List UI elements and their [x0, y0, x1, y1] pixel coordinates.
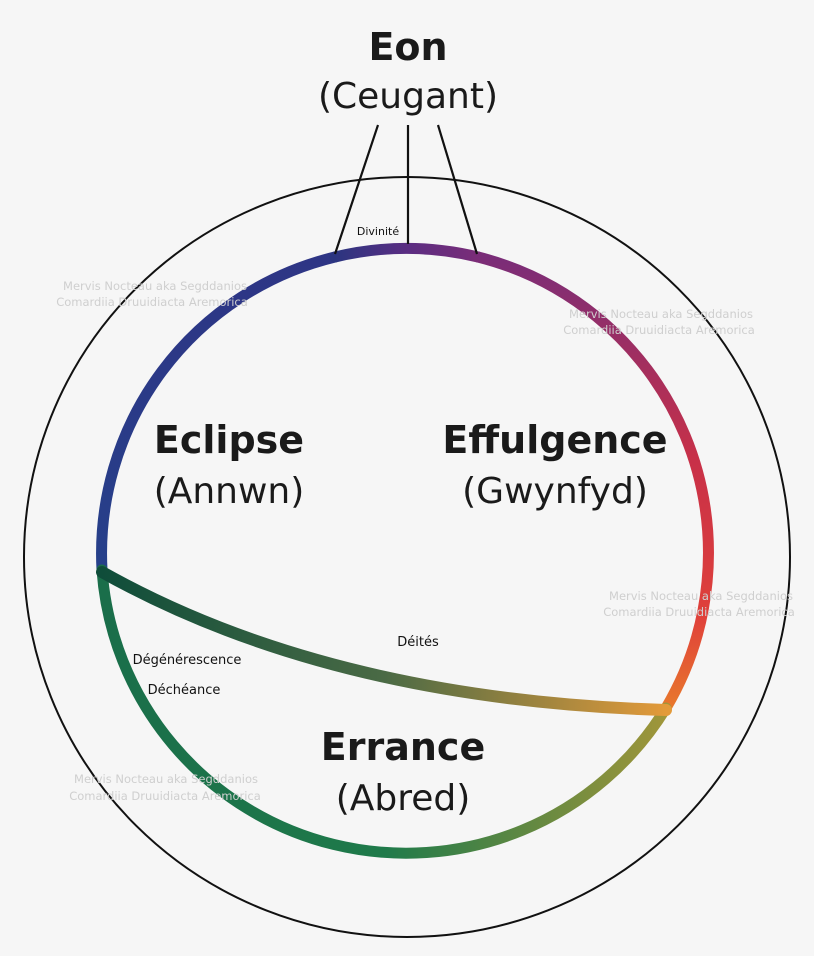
eon-title: Eon — [368, 25, 447, 69]
watermark-line2: Comardiia Druuidiacta Aremorica — [603, 605, 795, 619]
eon-subtitle: (Ceugant) — [318, 76, 498, 117]
left-label-decheance: Déchéance — [148, 683, 221, 698]
errance-title: Errance — [321, 725, 485, 769]
ring-arc-divinity — [329, 243, 484, 263]
ring-arc-eclipse — [96, 251, 341, 576]
watermark-middle-right: Mervis Nocteau aka Segddanios Comardiia … — [603, 589, 795, 619]
watermark-bottom-left: Mervis Nocteau aka Segddanios Comardiia … — [69, 772, 261, 803]
watermark-line1: Mervis Nocteau aka Segddanios — [609, 589, 793, 603]
errance-subtitle: (Abred) — [336, 778, 471, 819]
eon-rays — [333, 124, 479, 255]
effulgence-title: Effulgence — [442, 418, 667, 462]
ring-arc-errance — [96, 564, 672, 859]
eclipse-subtitle: (Annwn) — [154, 471, 305, 512]
watermark-line1: Mervis Nocteau aka Segddanios — [74, 772, 258, 786]
ray-left — [333, 124, 380, 255]
left-label-degenerescence: Dégénérescence — [133, 653, 242, 668]
watermark-top-right: Mervis Nocteau aka Segddanios Comardiia … — [563, 307, 755, 337]
watermark-line1: Mervis Nocteau aka Segddanios — [569, 307, 753, 321]
watermark-top-left: Mervis Nocteau aka Segddanios Comardiia … — [56, 279, 248, 309]
watermark-line2: Comardiia Druuidiacta Aremorica — [56, 295, 248, 309]
watermark-line2: Comardiia Druuidiacta Aremorica — [69, 789, 261, 803]
watermark-line1: Mervis Nocteau aka Segddanios — [63, 279, 247, 293]
watermark-line2: Comardiia Druuidiacta Aremorica — [563, 323, 755, 337]
chord-label: Déités — [397, 635, 439, 650]
ray-right — [436, 124, 479, 255]
effulgence-subtitle: (Gwynfyd) — [462, 471, 648, 512]
ring-arc-effulgence — [472, 251, 714, 714]
inner-ring — [96, 243, 714, 859]
eclipse-title: Eclipse — [154, 418, 304, 462]
ring-chord-deites — [96, 566, 672, 716]
title-backdrop — [300, 20, 514, 120]
divinity-label: Divinité — [357, 225, 399, 238]
